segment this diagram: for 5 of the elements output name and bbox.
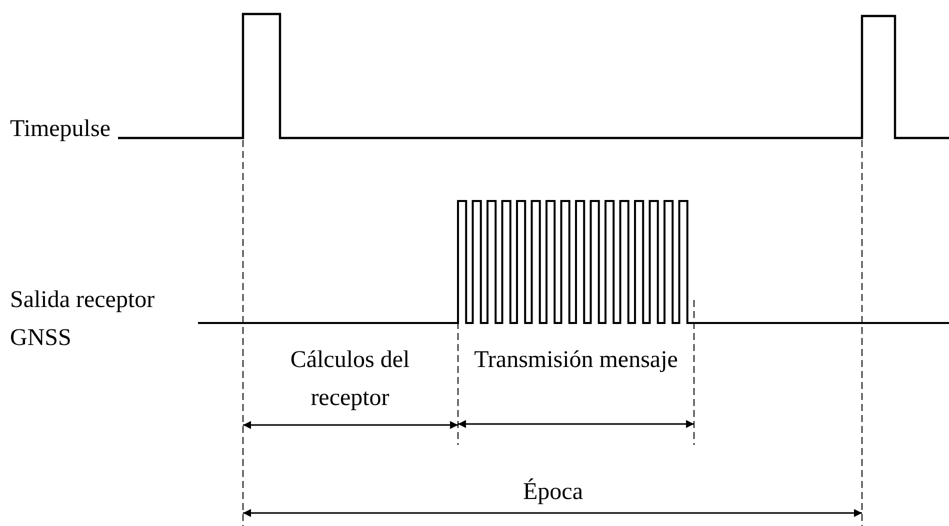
interval-label: Transmisión mensaje xyxy=(473,346,679,375)
signal-label: Timepulse xyxy=(10,115,112,144)
signal-label: Salida receptor GNSS xyxy=(10,286,156,353)
interval-label: Época xyxy=(522,477,584,507)
interval-label: Cálculos del receptor xyxy=(289,346,411,413)
